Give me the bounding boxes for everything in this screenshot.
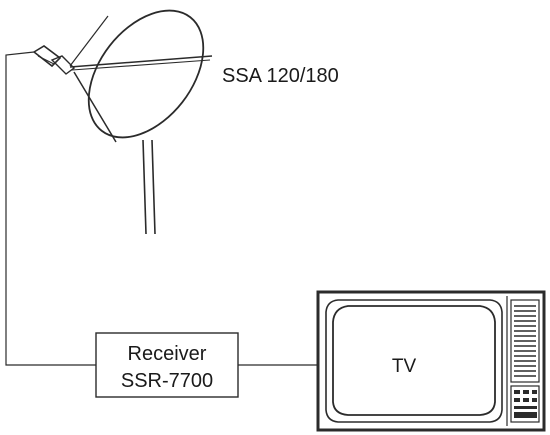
lnb-feed [32, 45, 76, 75]
satellite-dish [32, 9, 213, 235]
receiver: Receiver SSR-7700 [95, 332, 239, 398]
tv-button-panel [510, 385, 540, 423]
receiver-label-line2: SSR-7700 [121, 370, 213, 392]
tv-screen-bezel [325, 299, 503, 423]
feed-arm-top [69, 55, 213, 68]
tv-screen [332, 305, 496, 416]
antenna-label: SSA 120/180 [222, 65, 339, 87]
tv-speaker-slots [514, 305, 536, 377]
tv-speaker-grille [510, 299, 540, 383]
dish-pole-right [151, 139, 156, 235]
feed-arm-bottom [73, 71, 117, 143]
feed-arm-top-inner [71, 59, 211, 71]
tv-label: TV [392, 356, 417, 377]
feed-arm-upper [69, 15, 109, 67]
tv-buttons [514, 390, 537, 418]
dish-pole-left [142, 139, 147, 235]
cable-lnb-to-receiver [5, 51, 96, 366]
dish-reflector [87, 9, 205, 139]
receiver-label-line1: Receiver [128, 343, 207, 365]
tv-control-panel [506, 296, 540, 426]
television: TV [316, 290, 546, 432]
tv-cabinet [316, 290, 546, 432]
cables [5, 51, 318, 366]
receiver-box [95, 332, 239, 398]
